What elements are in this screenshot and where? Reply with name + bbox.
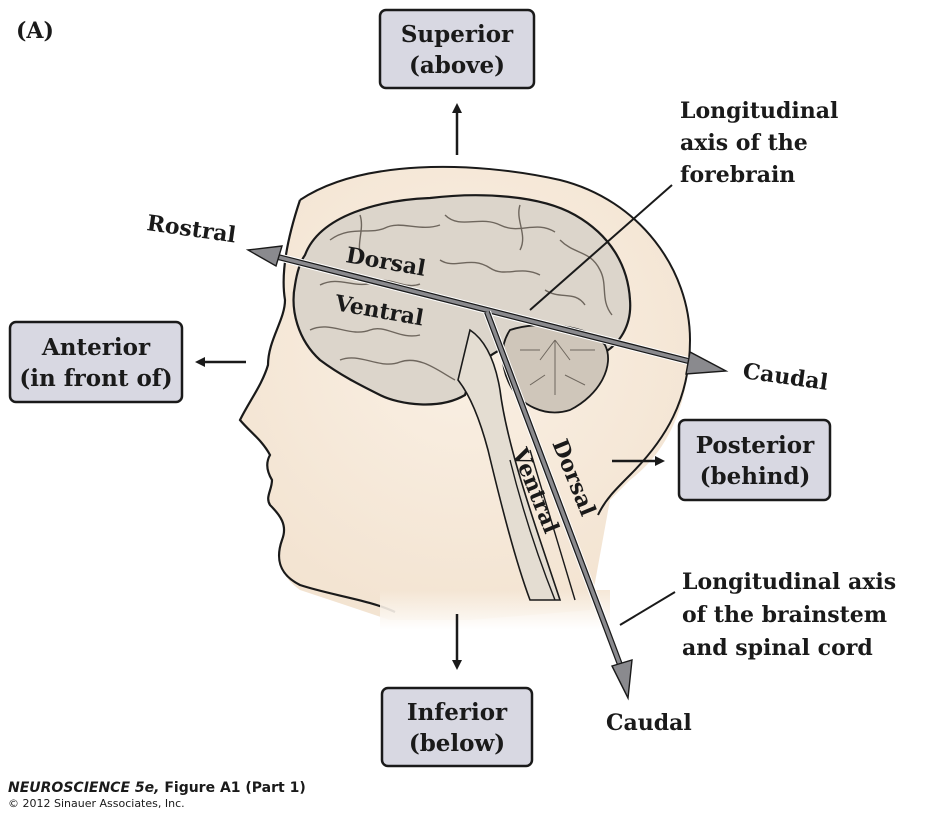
forebrain-callout-line3: forebrain [680,162,795,188]
spinal-callout-line3: and spinal cord [682,635,873,661]
anterior-label: Anterior [41,334,151,361]
caudal-label-forebrain: Caudal [741,358,830,396]
spinal-callout-line [619,591,676,626]
skull-outline [299,165,692,516]
forebrain-axis-callout: Longitudinal axis of the forebrain [680,98,838,188]
spinal-callout-line1: Longitudinal axis [682,569,896,595]
caption-figure: Figure A1 (Part 1) [159,780,306,796]
caudal-arrowhead-forebrain [685,350,729,375]
face-profile-line [238,199,396,613]
caption-copyright: © 2012 Sinauer Associates, Inc. [8,797,185,810]
figure-caption: NEUROSCIENCE 5e, Figure A1 (Part 1) © 20… [8,779,306,811]
neck-fade [380,590,610,630]
rostral-label: Rostral [145,210,237,248]
cerebellum-folia [520,339,595,395]
forebrain-callout-line [529,184,673,311]
anterior-sublabel: (in front of) [19,365,172,392]
panel-label: (A) [16,18,54,44]
posterior-sublabel: (behind) [700,463,811,490]
spinal-callout-line2: of the brainstem [682,602,887,628]
forebrain-callout-line2: axis of the [680,130,808,156]
caudal-arrowhead-spinal [611,659,633,701]
spinal-cord-lines [509,449,576,601]
brainstem [457,328,562,601]
forebrain-axis-arrow [245,245,729,375]
superior-label: Superior [401,21,514,48]
posterior-box: Posterior (behind) [677,418,832,502]
forebrain-callout-line1: Longitudinal [680,98,838,124]
caudal-label-spinal: Caudal [606,710,692,736]
anterior-box: Anterior (in front of) [8,320,184,404]
rostral-arrowhead [245,245,283,268]
spinal-axis-callout: Longitudinal axis of the brainstem and s… [682,569,896,661]
caption-title: NEUROSCIENCE 5e, Figure A1 (Part 1) [8,779,306,797]
superior-sublabel: (above) [409,52,505,79]
spinal-axis-arrow [483,310,633,701]
posterior-label: Posterior [696,432,815,459]
superior-box: Superior (above) [378,8,536,90]
inferior-label: Inferior [407,699,508,726]
caption-book: NEUROSCIENCE 5e, [8,780,160,796]
inferior-sublabel: (below) [409,730,505,757]
inferior-box: Inferior (below) [380,686,534,768]
